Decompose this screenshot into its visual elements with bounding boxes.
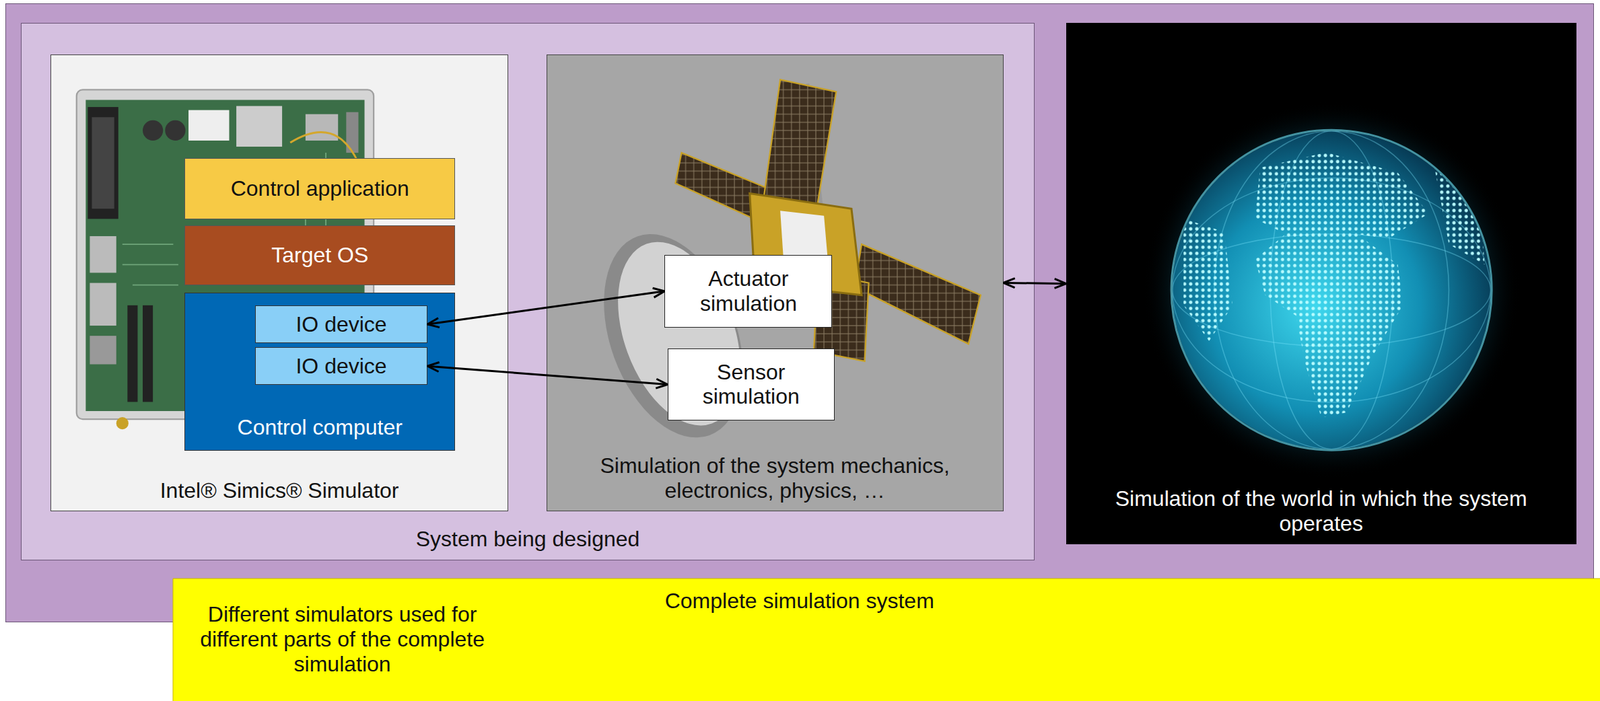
connector-arrow — [427, 291, 665, 325]
illustration-part — [142, 305, 153, 403]
illustration-part — [1171, 130, 1492, 451]
illustration-part — [1171, 131, 1491, 450]
illustration-part — [1433, 162, 1485, 266]
node-label: Target OS — [271, 242, 369, 268]
illustration-part — [1142, 101, 1520, 480]
designed-system-panel: System being designed Intel® Simics® Sim… — [20, 22, 1034, 561]
globe-illustration — [1066, 22, 1577, 545]
illustration-part — [142, 120, 163, 141]
connector-arrow — [1003, 282, 1067, 284]
illustration-part — [89, 282, 116, 326]
illustration-part — [1183, 152, 1485, 419]
actuator-box: Actuator simulation — [664, 255, 832, 328]
illustration-part — [89, 236, 116, 273]
illustration-part — [762, 79, 837, 215]
illustration-part — [854, 244, 981, 344]
illustration-part — [1171, 131, 1491, 450]
simulation-system-panel: Complete simulation system System being d… — [5, 3, 1594, 623]
node-label: Control computer — [237, 415, 403, 441]
node-label: Control application — [230, 176, 410, 202]
illustration-part — [89, 335, 116, 365]
node-label: System being designed — [415, 527, 641, 552]
illustration-part — [164, 120, 186, 141]
io-device-box: IO device — [255, 347, 428, 386]
illustration-part — [87, 107, 118, 219]
node-label: Sensor simulation — [676, 360, 826, 410]
node-label: Intel® Simics® Simulator — [160, 478, 400, 504]
illustration-part — [127, 305, 138, 403]
io-device-box: IO device — [255, 305, 428, 344]
node-label: Simulation of the world in which the sys… — [1075, 486, 1568, 537]
node-label: IO device — [295, 312, 387, 338]
illustration-part — [236, 105, 283, 147]
illustration-part — [1254, 152, 1429, 419]
computer-box: Control computer IO device IO device — [184, 292, 456, 451]
illustration-part — [116, 417, 129, 430]
simulator-panel: Intel® Simics® Simulator Control applicat… — [50, 54, 509, 512]
connector-arrow — [427, 366, 668, 385]
illustration-part — [1213, 131, 1449, 450]
illustration-part — [577, 214, 769, 458]
node-label: Actuator simulation — [673, 266, 824, 317]
world-simulation-panel: Simulation of the world in which the sys… — [1066, 22, 1577, 545]
illustration-part — [305, 114, 338, 141]
illustration-part — [1183, 218, 1233, 342]
illustration-part — [91, 117, 114, 209]
illustration-part — [188, 109, 229, 141]
node-label: Different simulators used for different … — [181, 602, 505, 677]
node-label: Simulation of the system mechanics, elec… — [556, 453, 994, 504]
sensor-box: Sensor simulation — [667, 348, 835, 421]
callout-outline — [172, 578, 1600, 701]
physics-simulation-panel: Simulation of the system mechanics, elec… — [546, 54, 1004, 512]
note-callout: Different simulators used for different … — [172, 578, 513, 701]
os-layer-box: Target OS — [184, 225, 456, 286]
application-layer-box: Control application — [184, 158, 456, 220]
node-label: IO device — [295, 354, 387, 379]
illustration-part — [577, 214, 769, 458]
node-label: Complete simulation system — [665, 588, 935, 614]
